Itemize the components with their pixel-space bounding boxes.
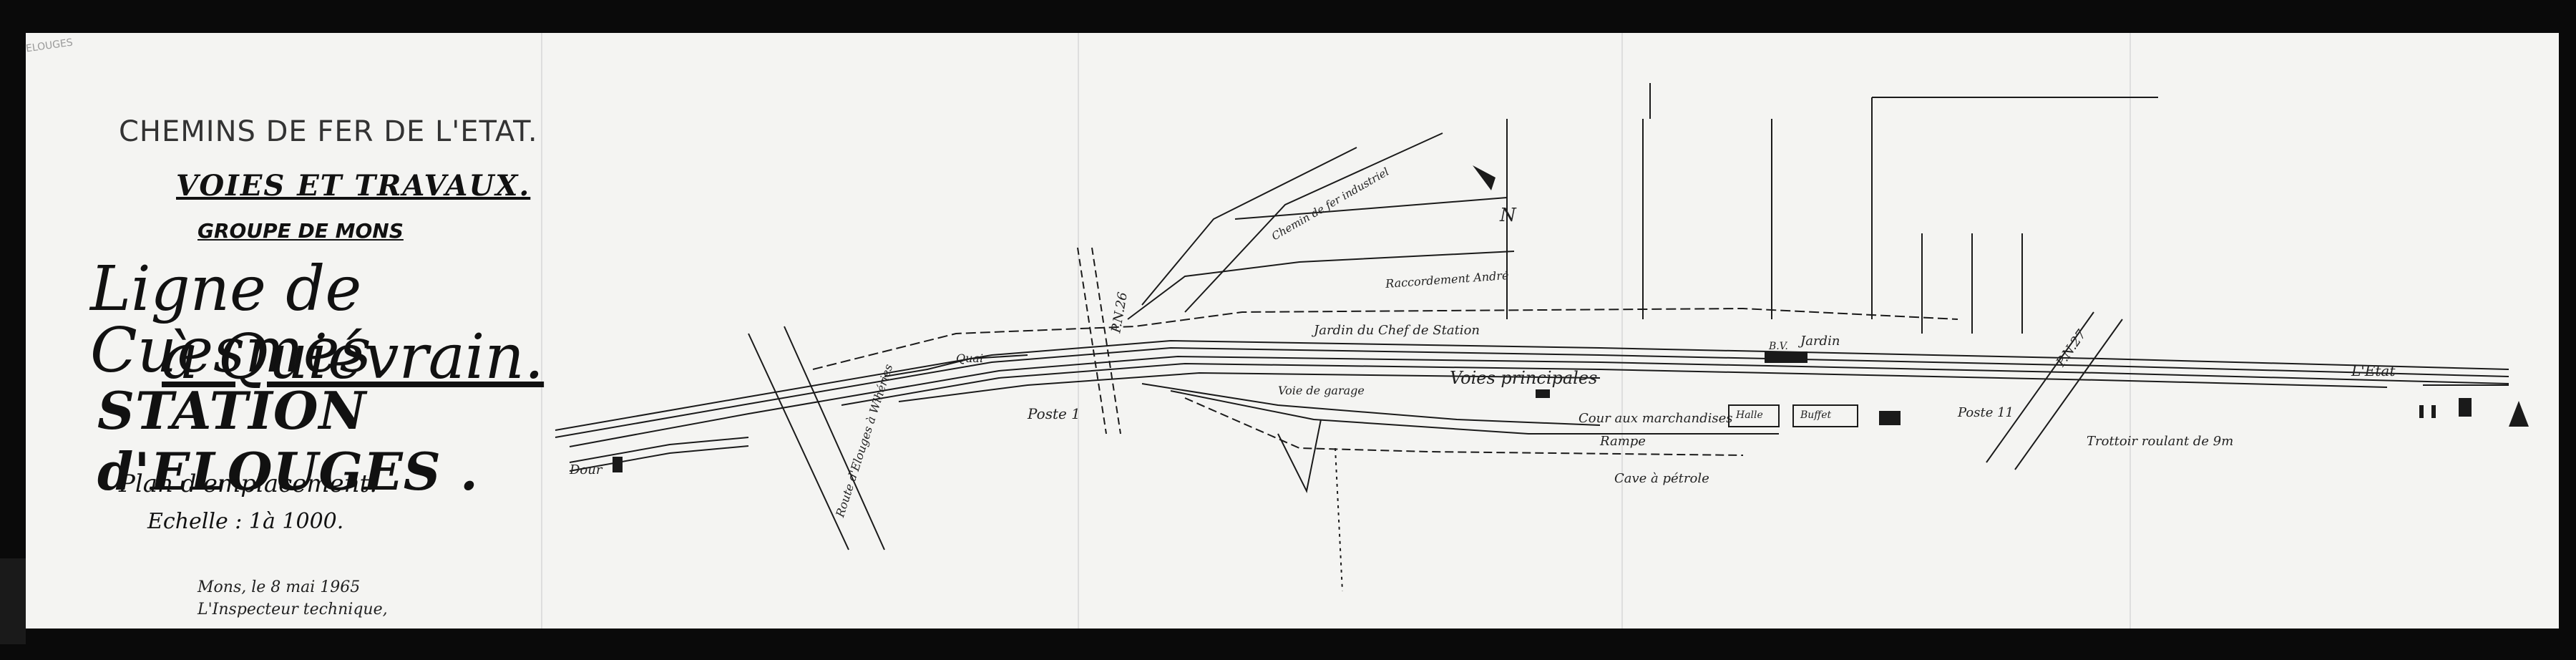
building-bv bbox=[1765, 351, 1807, 363]
plot-line bbox=[1234, 197, 1508, 220]
building-halle bbox=[1728, 404, 1780, 427]
track-plan bbox=[555, 83, 2529, 592]
bv-label: B.V. bbox=[1769, 341, 1788, 352]
railway-name: CHEMINS DE FER DE L'ETAT. bbox=[119, 115, 538, 148]
ramp-label: Rampe bbox=[1600, 434, 1646, 449]
road-crossing-1b bbox=[784, 326, 885, 550]
buffet-label: Buffet bbox=[1800, 409, 1832, 421]
quay-label: Quai bbox=[956, 351, 984, 365]
main-track-3 bbox=[569, 355, 2509, 447]
halle-label: Halle bbox=[1736, 409, 1763, 421]
vertical-note-line bbox=[1335, 447, 1343, 592]
road-crossing-2b bbox=[2014, 319, 2123, 470]
building-dour bbox=[613, 457, 623, 472]
scan-edge-mark bbox=[0, 558, 26, 644]
upper-boundary bbox=[812, 307, 1958, 370]
signature-role: L'Inspecteur technique, bbox=[197, 600, 388, 618]
garden-chief-label: Jardin du Chef de Station bbox=[1314, 323, 1480, 338]
industrial-line bbox=[1141, 147, 1357, 306]
building-marker bbox=[1536, 389, 1550, 398]
north-label: N bbox=[1500, 205, 1516, 226]
goods-siding-2 bbox=[1141, 383, 1601, 426]
north-arrow bbox=[1473, 165, 1496, 190]
post-1-label: Poste 1 bbox=[1028, 405, 1080, 422]
plan-scale: Echelle : 1à 1000. bbox=[147, 509, 344, 534]
map-sheet: ELOUGES CHEMINS DE FER DE L'ETAT. VOIES … bbox=[25, 33, 2559, 629]
petrol-pit-label: Cave à pétrole bbox=[1614, 471, 1709, 486]
marker bbox=[2419, 405, 2424, 418]
main-track-2 bbox=[555, 346, 2509, 438]
fold-line bbox=[1621, 33, 1623, 629]
main-tracks-label: Voies principales bbox=[1450, 368, 1598, 388]
building-buffet bbox=[1792, 404, 1858, 427]
station-track-4 bbox=[841, 362, 2388, 406]
lower-boundary bbox=[1184, 397, 1744, 456]
post-2-label: Poste 11 bbox=[1958, 405, 2014, 420]
industrial-line-2 bbox=[1184, 132, 1443, 313]
lower-spur bbox=[1277, 419, 1322, 494]
siding-garage-label: Voie de garage bbox=[1278, 384, 1365, 397]
marker bbox=[2431, 405, 2436, 418]
building-small bbox=[1879, 411, 1901, 425]
signature-block: Mons, le 8 mai 1965 L'Inspecteur techniq… bbox=[197, 577, 388, 621]
siding-andre bbox=[1127, 251, 1515, 320]
department-name: VOIES ET TRAVAUX. bbox=[176, 169, 531, 203]
goods-yard-label: Cour aux marchandises bbox=[1579, 411, 1733, 426]
approach-track bbox=[569, 437, 749, 463]
station-track-5 bbox=[898, 372, 1601, 402]
line-name-2: à Quiévrain. bbox=[162, 321, 545, 393]
crossing-26-axis-b bbox=[1091, 247, 1121, 435]
plan-type: Plan d'emplacement. bbox=[119, 470, 378, 498]
approach-track-2 bbox=[569, 445, 749, 472]
line-name-1: Ligne de Cuesmes bbox=[90, 253, 371, 387]
group-name: GROUPE DE MONS bbox=[197, 219, 404, 243]
fold-line bbox=[1078, 33, 1079, 629]
station-name: STATION d'ELOUGES . bbox=[97, 380, 479, 502]
main-track-1 bbox=[555, 339, 2509, 431]
embankment bbox=[884, 354, 1028, 377]
end-triangle bbox=[2509, 401, 2529, 427]
state-label: L'Etat bbox=[2351, 362, 2396, 379]
goods-siding bbox=[1170, 390, 1779, 435]
fold-line bbox=[2129, 33, 2131, 629]
fold-line bbox=[541, 33, 542, 629]
signature-place-date: Mons, le 8 mai 1965 bbox=[197, 578, 361, 596]
road-crossing-2a bbox=[1986, 311, 2094, 463]
building-end bbox=[2459, 398, 2472, 417]
road-crossing-1a bbox=[748, 333, 849, 550]
sidewalk-label: Trottoir roulant de 9m bbox=[2087, 434, 2234, 449]
dour-label: Dour bbox=[570, 462, 602, 477]
crossing-26-axis bbox=[1077, 247, 1107, 435]
garden-label: Jardin bbox=[1800, 334, 1840, 349]
